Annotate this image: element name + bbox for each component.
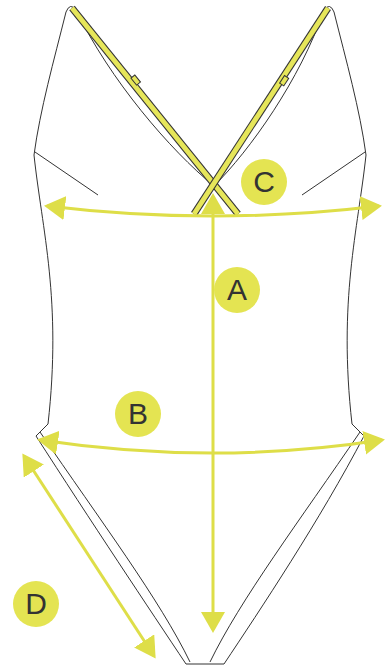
callout-circle: D bbox=[13, 581, 59, 627]
callout-letter: B bbox=[115, 391, 161, 437]
callout-letter: A bbox=[214, 267, 260, 313]
callout-circle: B bbox=[115, 391, 161, 437]
measure-d bbox=[24, 456, 154, 656]
callout-letter: C bbox=[241, 159, 287, 205]
swimsuit-outline bbox=[34, 6, 366, 664]
measure-b bbox=[40, 440, 382, 453]
measure-arrows bbox=[24, 196, 382, 656]
callout-circle: A bbox=[214, 267, 260, 313]
callout-circle: C bbox=[241, 159, 287, 205]
callout-letter: D bbox=[13, 581, 59, 627]
straps bbox=[72, 8, 328, 214]
measure-a bbox=[212, 196, 215, 630]
